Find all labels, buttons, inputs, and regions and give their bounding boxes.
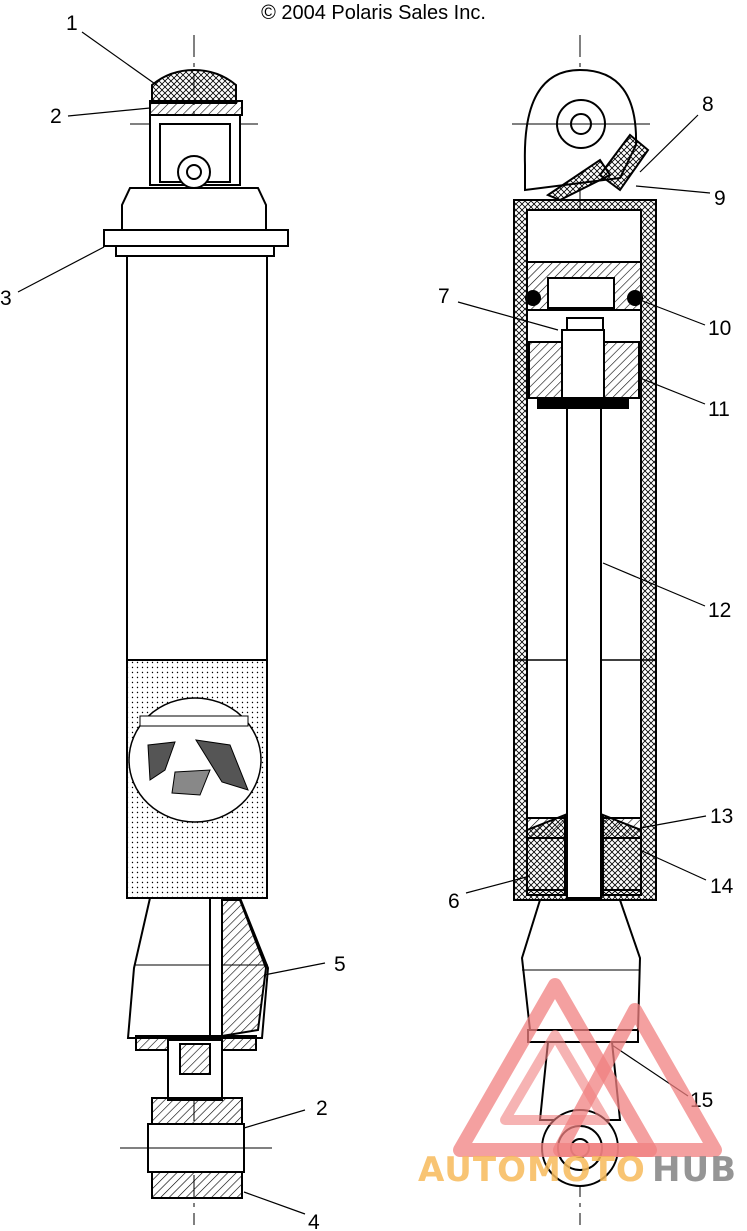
callout-6: 6 (448, 890, 460, 913)
watermark-logo-icon (453, 978, 722, 1157)
callout-8: 8 (702, 93, 714, 116)
callout-11: 11 (708, 398, 730, 421)
callout-2-top: 2 (50, 105, 62, 128)
leader-lines (17, 31, 711, 1215)
callout-13: 13 (710, 805, 733, 828)
callout-9: 9 (714, 187, 726, 210)
callout-12: 12 (708, 599, 731, 622)
copyright-text: © 2004 Polaris Sales Inc. (261, 2, 486, 24)
callout-1: 1 (66, 12, 78, 35)
callout-4: 4 (308, 1211, 320, 1231)
callout-10: 10 (708, 317, 731, 340)
watermark-text-automoto: AUTOMOTO (418, 1150, 646, 1190)
callout-7: 7 (438, 285, 450, 308)
left-shock (103, 35, 289, 1225)
callout-2-bottom: 2 (316, 1097, 328, 1120)
callout-14: 14 (710, 875, 734, 898)
callout-5: 5 (334, 953, 346, 976)
callout-3: 3 (0, 287, 12, 310)
watermark-text-hub: HUB (652, 1150, 737, 1190)
